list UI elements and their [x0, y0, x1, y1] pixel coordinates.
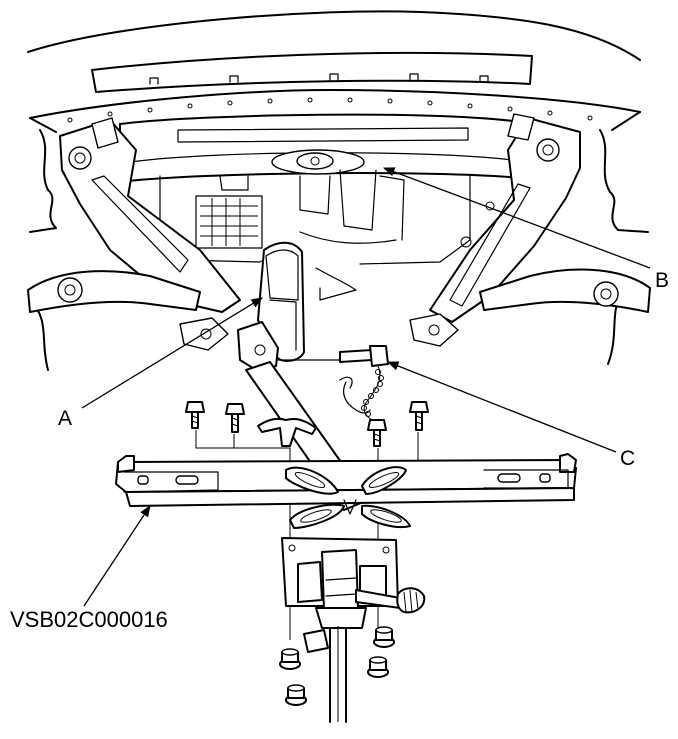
lock-pin-c: [339, 345, 389, 421]
callout-label-a: A: [58, 407, 73, 430]
callout-leaders: [81, 167, 651, 607]
bolt-2: [225, 403, 245, 433]
bolt-4: [409, 401, 429, 431]
mounting-bolts: [185, 401, 429, 447]
jack-crossbar: [115, 453, 577, 529]
jack-head: [281, 537, 426, 723]
nut-1: [279, 648, 301, 670]
subframe: [27, 113, 651, 351]
wheel-well-contours: [29, 129, 649, 371]
bolt-3: [367, 419, 387, 447]
nut-4: [285, 684, 307, 706]
figure-code: VSB02C000016: [10, 607, 168, 632]
callout-label-b: B: [655, 269, 670, 292]
callout-label-c: C: [620, 447, 636, 470]
vehicle-body-outline: [27, 10, 641, 133]
nut-2: [373, 626, 395, 648]
nut-3: [367, 656, 389, 678]
flange-nuts: [279, 626, 395, 706]
bolt-1: [185, 401, 205, 429]
